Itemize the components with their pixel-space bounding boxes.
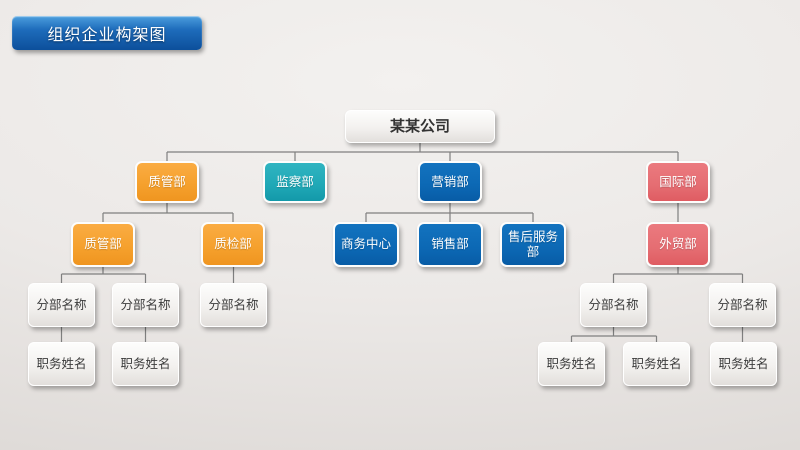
org-node-branch-name-4: 分部名称	[580, 283, 647, 327]
org-node-label: 分部名称	[36, 297, 87, 312]
org-node-label: 质管部	[84, 237, 122, 251]
org-node-position-name-2: 职务姓名	[112, 342, 179, 386]
org-node-company-root: 某某公司	[345, 110, 495, 143]
org-node-label: 分部名称	[717, 297, 768, 312]
org-node-branch-name-5: 分部名称	[709, 283, 776, 327]
org-node-label: 监察部	[276, 174, 314, 189]
org-node-label: 职务姓名	[718, 356, 769, 371]
org-node-label: 分部名称	[120, 297, 171, 312]
org-node-label: 分部名称	[208, 297, 259, 312]
org-node-label: 国际部	[659, 174, 697, 189]
org-node-zhijianbu: 质检部	[201, 222, 265, 267]
org-node-position-name-3: 职务姓名	[538, 342, 605, 386]
org-node-branch-name-2: 分部名称	[112, 283, 179, 327]
org-node-jianchabu: 监察部	[263, 161, 327, 203]
org-node-label: 销售部	[431, 237, 469, 251]
org-node-label: 售后服务部	[507, 229, 558, 259]
org-node-position-name-1: 职务姓名	[28, 342, 95, 386]
org-node-label: 商务中心	[340, 237, 391, 251]
org-node-label: 职务姓名	[546, 356, 597, 371]
org-node-xiaoshoubu: 销售部	[417, 222, 483, 267]
org-node-zhiguanbu-l2: 质管部	[135, 161, 199, 203]
org-node-label: 质管部	[148, 174, 186, 189]
org-node-position-name-5: 职务姓名	[710, 342, 777, 386]
org-node-position-name-4: 职务姓名	[623, 342, 690, 386]
org-node-label: 外贸部	[659, 237, 697, 251]
org-node-label: 职务姓名	[36, 356, 87, 371]
org-node-label: 职务姓名	[120, 356, 171, 371]
org-node-label: 某某公司	[389, 117, 450, 135]
org-node-shouhoufuwubu: 售后服务部	[500, 222, 566, 267]
org-node-guojibu: 国际部	[646, 161, 710, 203]
org-node-label: 分部名称	[588, 297, 639, 312]
org-node-zhiguanbu-l3: 质管部	[71, 222, 135, 267]
slide-title-ribbon: 组织企业构架图	[12, 16, 202, 50]
org-node-shangwuzhongxin: 商务中心	[333, 222, 399, 267]
org-node-branch-name-3: 分部名称	[200, 283, 267, 327]
slide-title: 组织企业构架图	[47, 27, 167, 44]
org-node-waimaobu: 外贸部	[646, 222, 710, 267]
org-node-label: 质检部	[214, 237, 252, 251]
org-node-label: 营销部	[431, 174, 469, 189]
org-node-branch-name-1: 分部名称	[28, 283, 95, 327]
org-node-yingxiaobu: 营销部	[418, 161, 482, 203]
org-node-label: 职务姓名	[631, 356, 682, 371]
